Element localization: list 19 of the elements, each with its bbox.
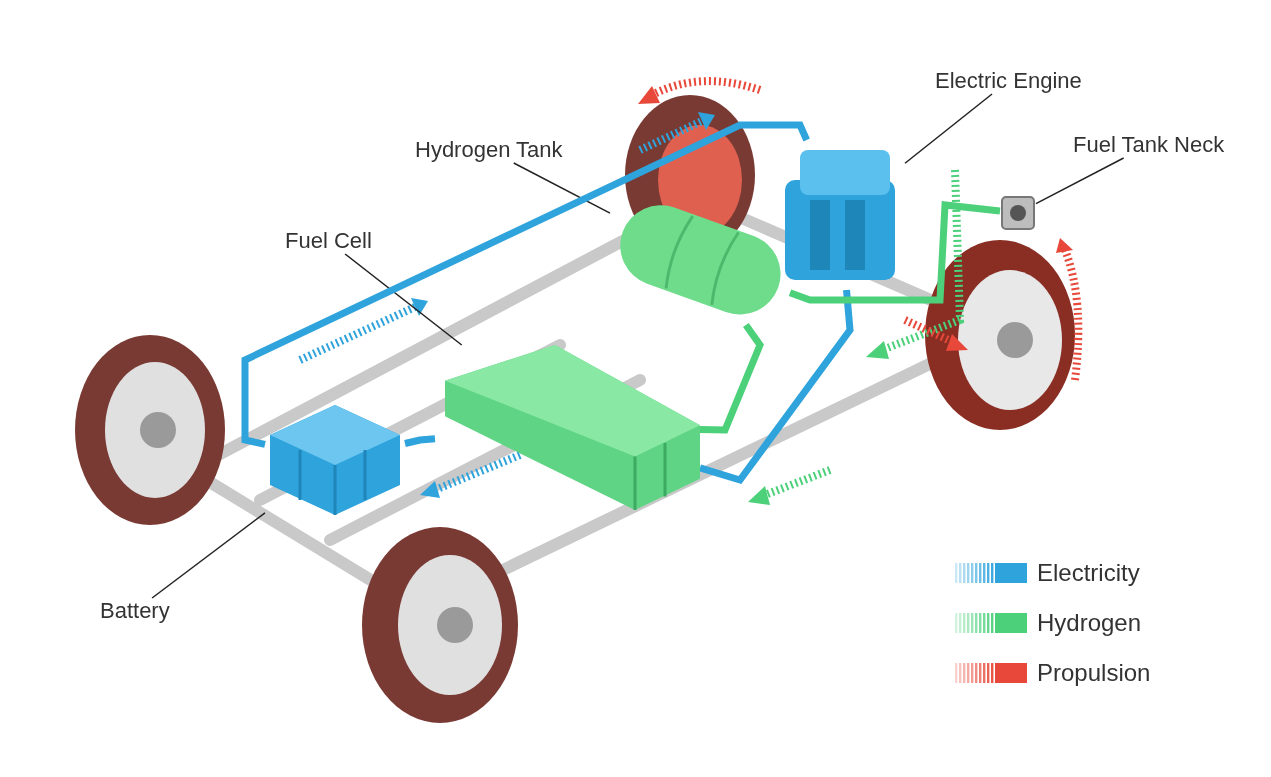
leader-line [513, 162, 611, 214]
pipe [788, 201, 1001, 304]
leader-line [151, 512, 266, 599]
cable [241, 121, 810, 448]
cable [699, 289, 854, 485]
part-label: Hydrogen Tank [415, 137, 563, 163]
part-label: Fuel Cell [285, 228, 372, 254]
part-label: Battery [100, 598, 170, 624]
leader-line [1035, 157, 1125, 205]
fuel-tank-neck-drawing [1000, 195, 1036, 231]
leader-line [344, 253, 463, 346]
legend-label: Hydrogen [1037, 609, 1142, 637]
legend-label: Electricity [1037, 559, 1140, 587]
pipe [699, 323, 764, 434]
leader-line [904, 93, 993, 164]
part-label: Electric Engine [935, 68, 1082, 94]
part-label: Fuel Tank Neck [1073, 132, 1225, 158]
legend-label: Propulsion [1037, 659, 1151, 687]
cable [404, 435, 436, 447]
